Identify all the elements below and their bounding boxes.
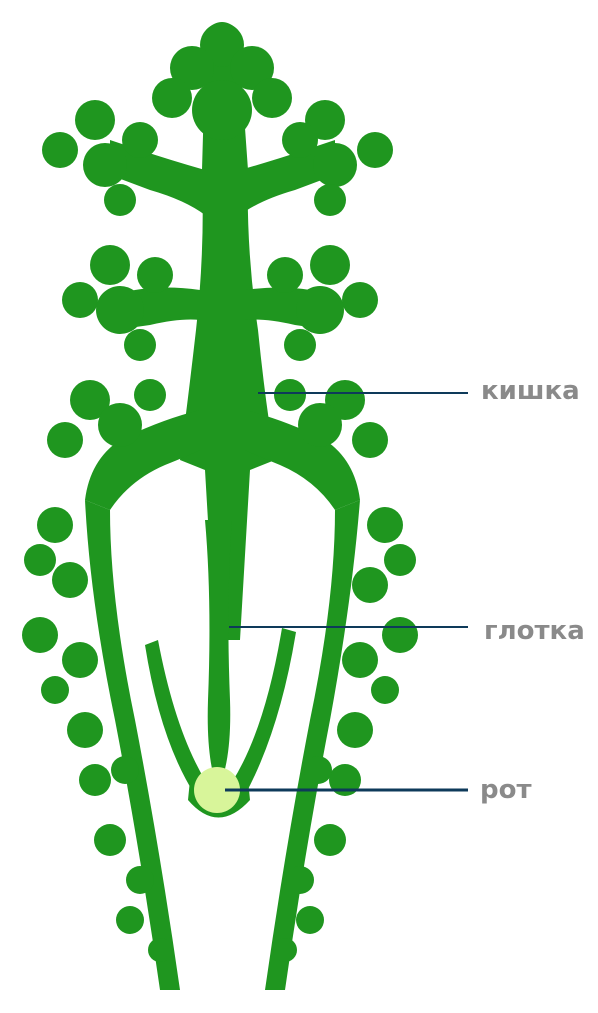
branch-lobe: [274, 379, 306, 411]
branch-lobe: [313, 143, 357, 187]
posterior-lobe: [126, 866, 154, 894]
branch-lobe: [96, 286, 144, 334]
posterior-lobe: [371, 676, 399, 704]
branch-lobe: [47, 422, 83, 458]
head-lobe: [152, 78, 192, 118]
posterior-lobe: [337, 712, 373, 748]
branch-lobe: [122, 122, 158, 158]
head-lobe: [252, 78, 292, 118]
posterior-lobe: [37, 507, 73, 543]
posterior-lobe: [273, 938, 297, 962]
posterior-lobe: [286, 866, 314, 894]
label-gut: кишка: [481, 378, 580, 404]
pharynx-pocket-right: [232, 628, 296, 795]
posterior-lobe: [296, 906, 324, 934]
branch-lobe: [298, 403, 342, 447]
posterior-lobe: [116, 906, 144, 934]
branch-lobe: [314, 184, 346, 216]
label-mouth: рот: [480, 777, 532, 803]
branch-lobe: [342, 282, 378, 318]
posterior-lobe: [314, 824, 346, 856]
branch-lobe: [42, 132, 78, 168]
branch-lobe: [75, 100, 115, 140]
branch-lobe: [267, 257, 303, 293]
branch-lobe: [83, 143, 127, 187]
posterior-lobe: [304, 756, 332, 784]
branch-lobe: [134, 379, 166, 411]
branch-lobe: [357, 132, 393, 168]
posterior-lobe: [24, 544, 56, 576]
branch-lobe: [124, 329, 156, 361]
posterior-lobe: [367, 507, 403, 543]
posterior-lobe: [148, 938, 172, 962]
posterior-lobe: [22, 617, 58, 653]
label-pharynx: глотка: [484, 618, 585, 644]
posterior-lobe: [52, 562, 88, 598]
posterior-lobe: [352, 567, 388, 603]
branch-lobe: [137, 257, 173, 293]
posterior-lobe: [67, 712, 103, 748]
posterior-lobe: [41, 676, 69, 704]
branch-lobe: [98, 403, 142, 447]
branch-lobe: [284, 329, 316, 361]
pharynx-pocket-left: [145, 640, 205, 795]
posterior-lobe: [79, 764, 111, 796]
branch-lobe: [310, 245, 350, 285]
branch-lobe: [90, 245, 130, 285]
pharynx: [205, 520, 232, 790]
head-lobe: [192, 80, 252, 140]
posterior-lobe: [384, 544, 416, 576]
posterior-lobe: [342, 642, 378, 678]
planarian-body: [22, 22, 418, 990]
branch-lobe: [104, 184, 136, 216]
branch-lobe: [296, 286, 344, 334]
posterior-lobe: [94, 824, 126, 856]
branch-lobe: [62, 282, 98, 318]
posterior-lobe: [62, 642, 98, 678]
posterior-lobe: [382, 617, 418, 653]
posterior-lobe: [111, 756, 139, 784]
branch-lobe: [352, 422, 388, 458]
branch-lobe: [282, 122, 318, 158]
